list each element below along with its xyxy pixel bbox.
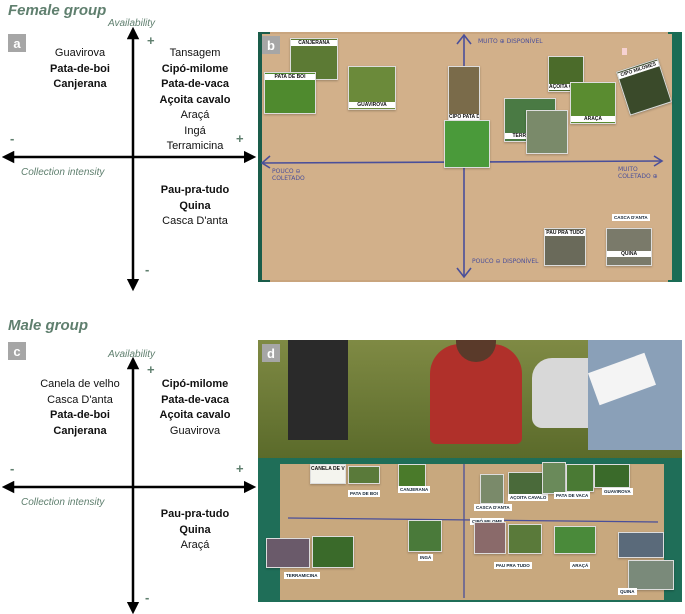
tag-casca-danta: CASCA D'ANTA — [612, 214, 650, 221]
photo-label-right: MUITO COLETADO ⊕ — [618, 166, 658, 180]
male-collection-intensity-label: Collection intensity — [21, 497, 105, 508]
card-m-photo-3 — [398, 464, 426, 488]
card-cipo-pata-de-vaca: CIPÓ PATA DE VACA — [448, 66, 480, 122]
tag-m-pau-pra-tudo: PAU PRA TUDO — [494, 562, 532, 569]
female-quadrant-axes — [1, 26, 257, 292]
species-name: Tansagem — [169, 47, 221, 59]
species-name: Pau-pra-tudo — [160, 508, 230, 520]
card-m-photo-6 — [542, 462, 566, 494]
card-m-photo-2 — [348, 466, 380, 484]
species-name: Cipó-milome — [161, 62, 229, 75]
species-name: Açoita cavalo — [159, 93, 231, 106]
species-name: Canela de velho — [40, 378, 120, 390]
card-m-photo-8 — [594, 464, 630, 488]
tag-pink — [622, 48, 628, 55]
species-name: Pata-de-vaca — [161, 393, 229, 406]
species-name: Canjerana — [53, 424, 107, 437]
male-availability-plus: + — [147, 362, 155, 377]
panel-label-c: c — [8, 342, 26, 360]
female-group-photo: MUITO ⊕ DISPONÍVEL POUCO ⊖ DISPONÍVEL PO… — [258, 32, 682, 282]
tag-m-terramicina: TERRAMICINA — [284, 572, 320, 579]
tag-m-araca: ARAÇÁ — [570, 562, 591, 569]
card-cipo-green — [444, 120, 490, 168]
panel-label-a: a — [8, 34, 26, 52]
tag-m-acoita-cavalo: AÇOITA CAVALO — [508, 494, 549, 501]
tag-m-inga: INGÁ — [418, 554, 434, 561]
species-name: Guavirova — [169, 424, 221, 437]
panel-label-d: d — [262, 344, 280, 362]
species-name: Casca D'anta — [47, 393, 113, 406]
photo-label-bottom: POUCO ⊖ DISPONÍVEL — [472, 258, 539, 265]
card-m-photo-12 — [474, 522, 506, 554]
tag-m-pata-de-boi: PATA DE BOI — [348, 490, 380, 497]
card-pau-pra-tudo: PAU PRA TUDO — [544, 228, 586, 266]
female-collection-minus: - — [10, 131, 15, 146]
card-m-canela-de-velho: CANELA DE VELHO — [310, 464, 346, 484]
female-availability-minus: - — [145, 262, 150, 277]
panel-label-b: b — [262, 36, 280, 54]
female-collection-plus: + — [236, 131, 244, 146]
card-m-photo-14 — [554, 526, 596, 554]
species-name: Quina — [179, 199, 211, 212]
tag-m-casca-danta: CASCA D'ANTA — [474, 504, 512, 511]
male-group-title: Male group — [8, 317, 89, 334]
female-collection-intensity-label: Collection intensity — [21, 167, 105, 178]
species-name: Pata-de-boi — [50, 409, 110, 421]
tag-m-quina: QUINA — [618, 588, 637, 595]
species-name: Araçá — [180, 539, 210, 551]
photo-label-top: MUITO ⊕ DISPONÍVEL — [478, 38, 543, 45]
species-name: Terramicina — [166, 140, 224, 152]
species-name: Guavirova — [54, 47, 106, 59]
card-araca: ARAÇÁ — [570, 82, 616, 124]
male-collection-plus: + — [236, 461, 244, 476]
tag-m-cipo-milome: CIPÓ MILOME — [470, 518, 505, 525]
species-name: Açoita cavalo — [159, 409, 231, 421]
species-name: Pau-pra-tudo — [160, 184, 230, 196]
species-name: Pata-de-boi — [50, 62, 110, 75]
card-m-photo-15 — [618, 532, 664, 558]
male-quadrant-axes — [1, 356, 257, 614]
species-name: Quina — [179, 523, 211, 536]
card-m-photo-11 — [408, 520, 442, 552]
male-collection-minus: - — [10, 461, 15, 476]
card-terramicina-2 — [526, 110, 568, 154]
species-name: Ingá — [184, 124, 206, 137]
card-m-photo-13 — [508, 524, 542, 554]
card-m-photo-4 — [480, 474, 504, 504]
card-quina: QUINA — [606, 228, 652, 266]
species-name: Araçá — [180, 109, 210, 121]
species-name: Cipó-milome — [161, 378, 229, 390]
female-availability-label: Availability — [108, 18, 156, 29]
card-m-photo-10 — [312, 536, 354, 568]
card-m-photo-5 — [508, 472, 544, 496]
male-availability-minus: - — [145, 590, 150, 605]
card-m-photo-7 — [566, 464, 594, 492]
card-pata-de-boi: PATA DE BOI — [264, 72, 316, 114]
species-name: Casca D'anta — [162, 215, 228, 227]
person-center-head — [456, 340, 496, 362]
female-group-title: Female group — [8, 2, 107, 19]
card-m-photo-9 — [266, 538, 310, 568]
person-left-legs — [288, 340, 348, 440]
card-guavirova: GUAVIROVA — [348, 66, 396, 110]
tag-m-pata-de-vaca: PATA DE VACA — [554, 492, 591, 499]
male-availability-label: Availability — [108, 349, 156, 360]
tag-m-canjerana: CANJERANA — [398, 486, 431, 493]
female-availability-plus: + — [147, 33, 155, 48]
tag-m-guavirova: GUAVIROVA — [602, 488, 633, 495]
male-group-photo: d CANELA DE VELHO PATA DE BOI CANJERANA … — [258, 340, 682, 602]
species-name: Pata-de-vaca — [161, 78, 229, 90]
species-name: Canjerana — [53, 78, 107, 90]
photo-label-left: POUCO ⊖ COLETADO — [272, 168, 305, 182]
card-m-photo-16 — [628, 560, 674, 590]
